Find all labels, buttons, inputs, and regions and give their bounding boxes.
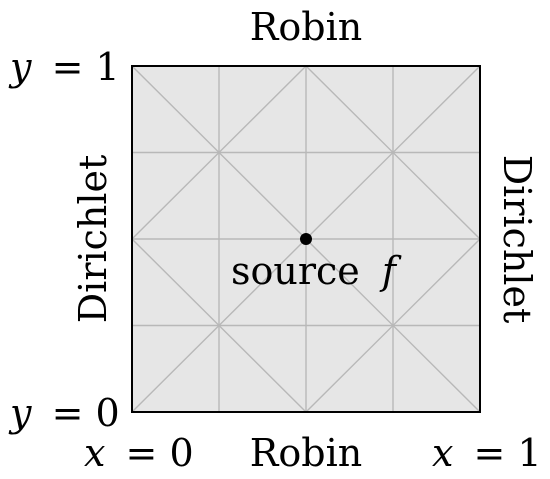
corner-label-y-top: y = 1: [8, 45, 120, 89]
boundary-label-right: Dirichlet: [495, 155, 539, 324]
corner-label-y-top-eq: = 1: [52, 45, 120, 89]
corner-label-y-bottom-var: y: [8, 391, 32, 435]
source-label-text: source: [231, 249, 360, 293]
boundary-label-bottom: Robin: [250, 431, 362, 475]
corner-label-x-left: x = 0: [84, 431, 194, 475]
mesh-diagonal: [131, 238, 307, 413]
corner-label-x-right-eq: = 1: [474, 431, 542, 475]
mesh-diagonal: [131, 65, 307, 240]
domain-border: [131, 65, 481, 413]
corner-label-y-bottom-eq: = 0: [52, 391, 120, 435]
corner-label-y-top-var: y: [8, 45, 32, 89]
corner-label-x-left-eq: = 0: [126, 431, 194, 475]
corner-label-x-left-var: x: [84, 431, 105, 475]
boundary-label-left: Dirichlet: [71, 155, 115, 324]
mesh-diagonal: [305, 65, 481, 240]
corner-label-x-right-var: x: [432, 431, 453, 475]
mesh-diagonal: [305, 238, 481, 413]
boundary-label-top: Robin: [250, 5, 362, 49]
source-point: [300, 233, 312, 245]
corner-label-x-right: x = 1: [432, 431, 542, 475]
corner-label-y-bottom: y = 0: [8, 391, 120, 435]
